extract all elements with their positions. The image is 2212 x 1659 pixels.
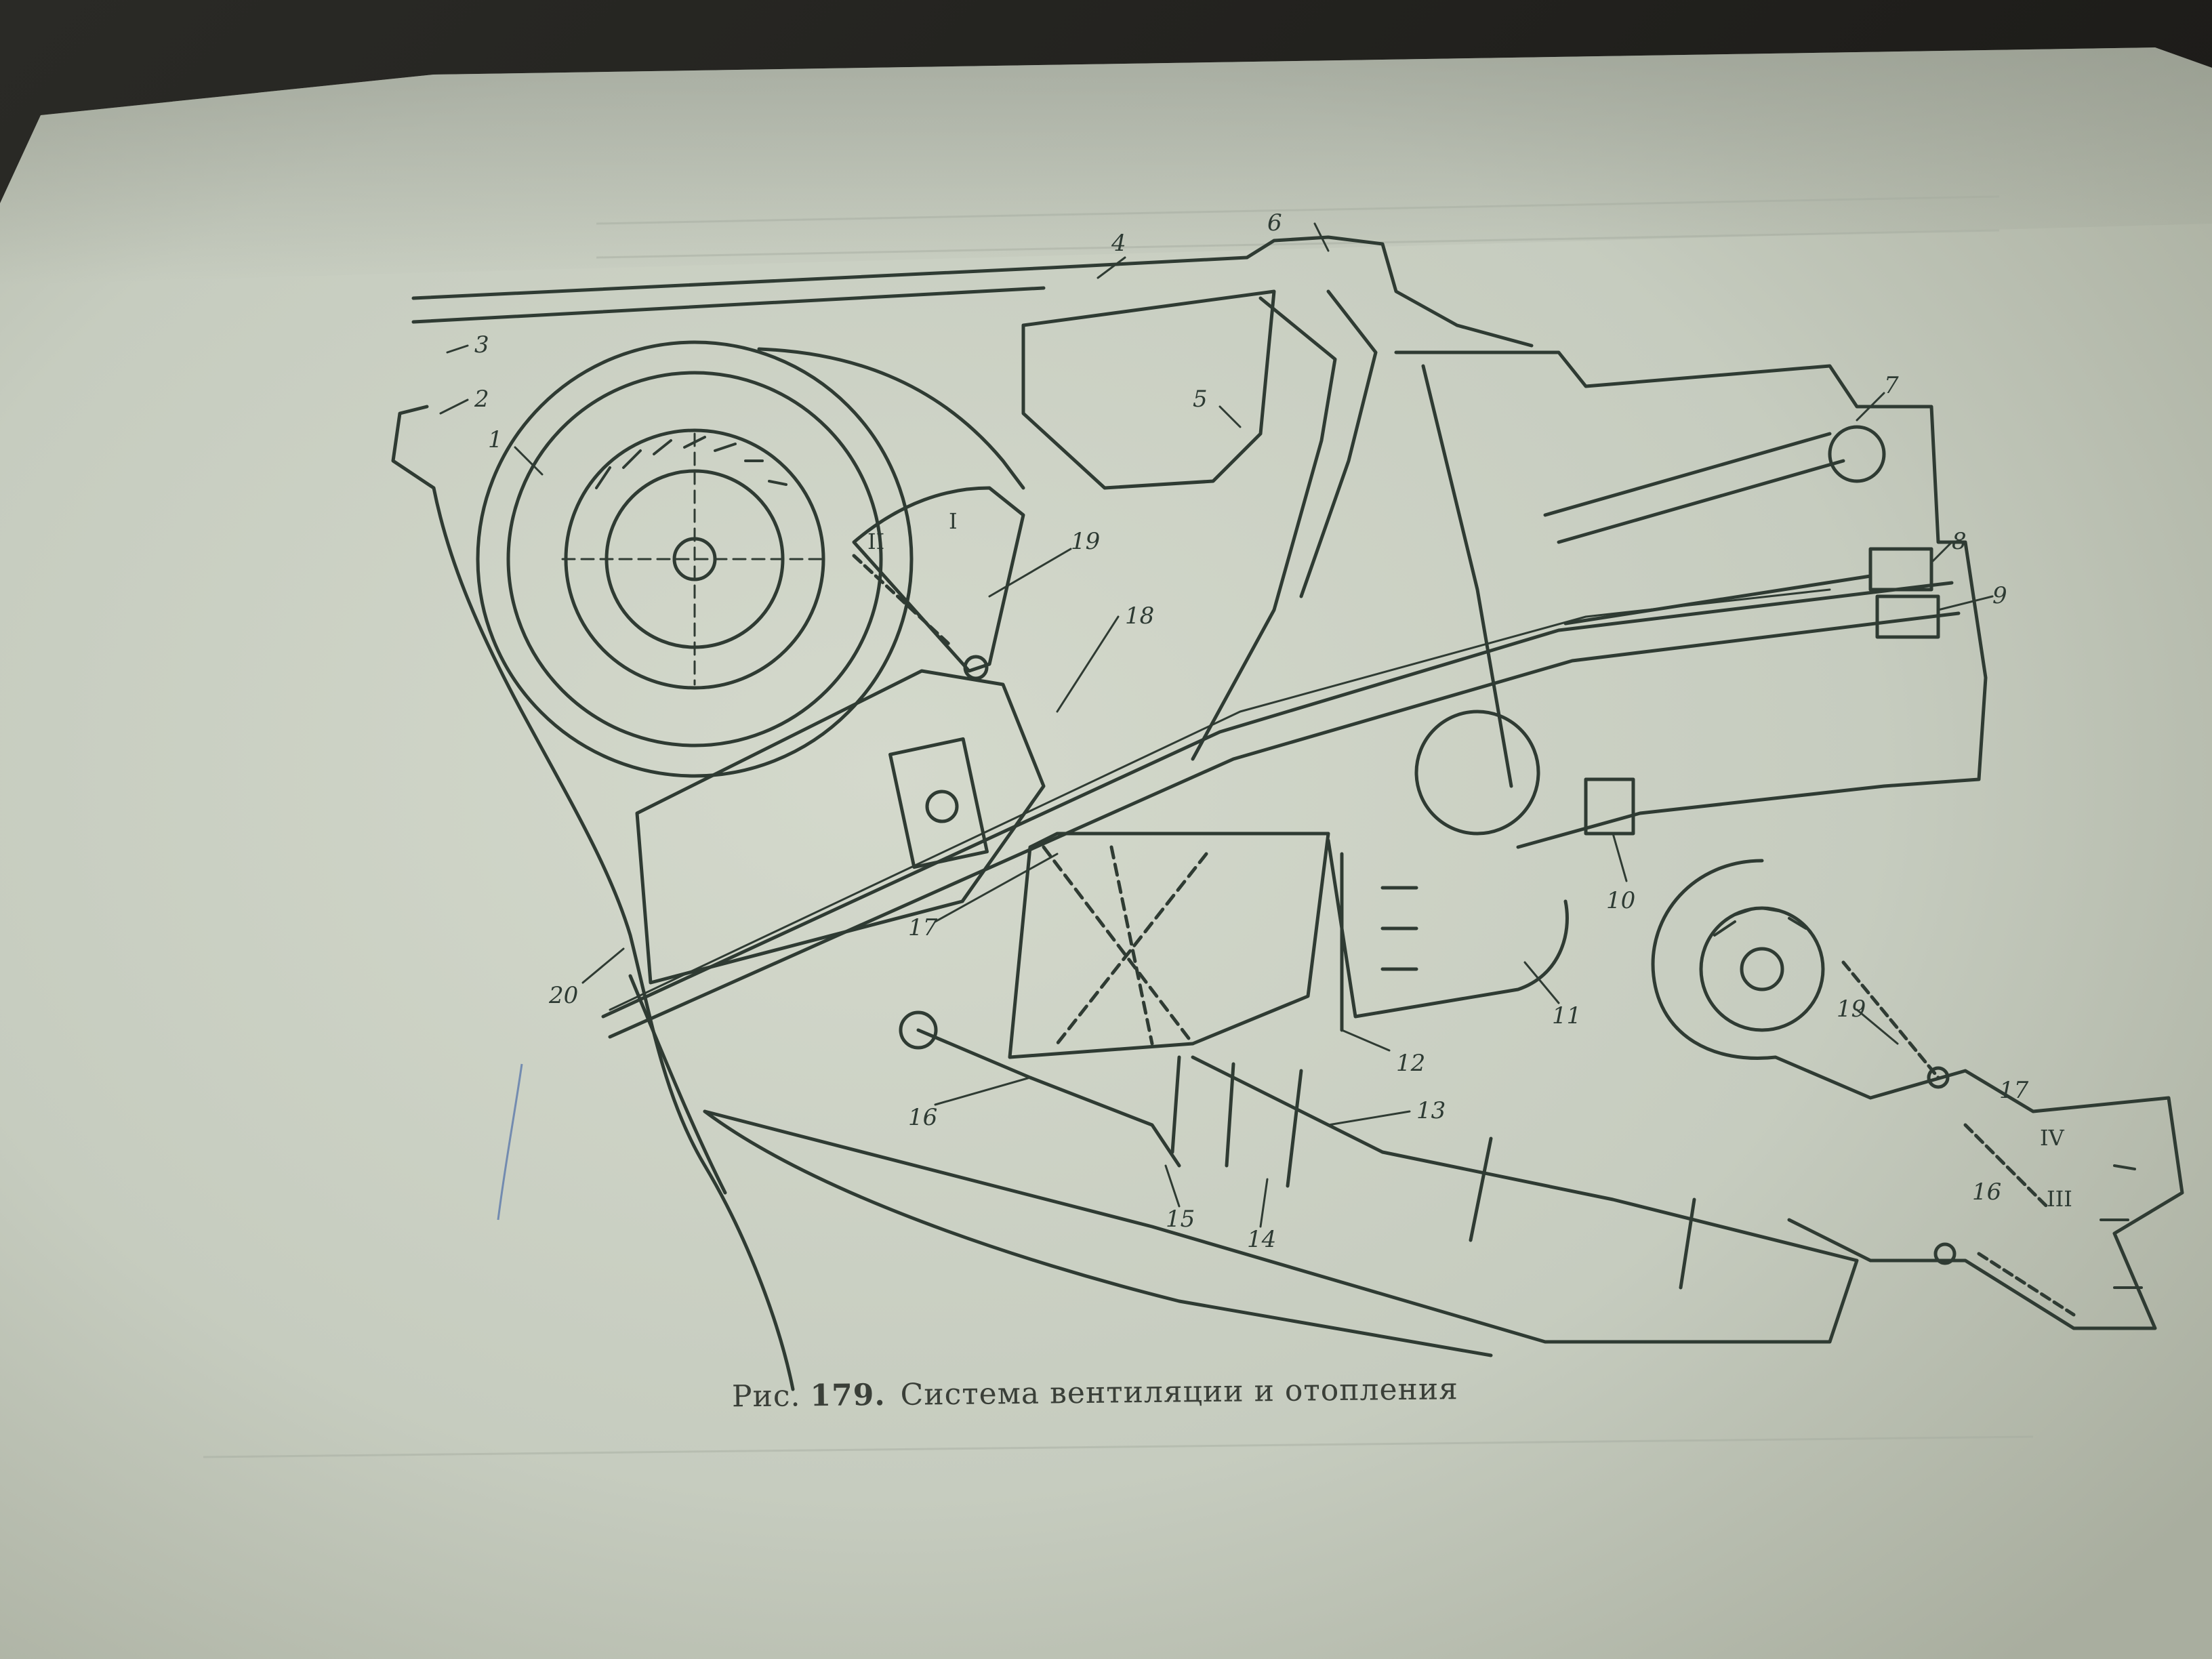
control-valve-knob — [925, 790, 959, 823]
callout-4: 4 — [1111, 230, 1126, 257]
bleed-through-lines — [203, 195, 2034, 1458]
body-wall — [391, 405, 795, 1391]
flap-position-III: III — [2047, 1186, 2072, 1212]
leader-lines — [439, 222, 1994, 1228]
rear-pivot-19 — [1927, 1066, 1950, 1089]
callout-19-rear: 19 — [1837, 996, 1866, 1023]
callout-3: 3 — [474, 331, 489, 359]
caption-number: 179. — [810, 1378, 886, 1414]
callout-10: 10 — [1606, 887, 1635, 914]
vent-nozzle-9 — [1875, 594, 1940, 639]
callout-17-rear: 17 — [1999, 1077, 2029, 1104]
rear-fan-blades — [1713, 907, 1807, 937]
callout-1: 1 — [488, 426, 503, 453]
callout-8: 8 — [1952, 528, 1967, 555]
main-duct-lower — [608, 611, 1961, 1039]
callout-15: 15 — [1166, 1206, 1195, 1233]
circular-duct — [1414, 710, 1540, 836]
callout-12: 12 — [1396, 1050, 1425, 1077]
floor-duct — [703, 1055, 1859, 1344]
lower-pivot — [899, 1010, 938, 1050]
floor-deflector — [1326, 838, 1569, 1019]
dashboard-panel-inner — [1421, 364, 1513, 788]
callout-7: 7 — [1884, 372, 1899, 399]
cable-line — [609, 588, 1831, 1011]
callout-20: 20 — [548, 982, 578, 1009]
lower-pivot-arm — [916, 1028, 1181, 1168]
flap-position-I: I — [949, 508, 958, 534]
vent-pivot-7 — [1828, 425, 1886, 483]
main-duct-upper — [601, 581, 1954, 1019]
roof-panel-inner — [411, 286, 1046, 324]
callout-16-rear: 16 — [1972, 1179, 2001, 1206]
floor-duct-sections — [1170, 1055, 1696, 1290]
callout-19: 19 — [1071, 528, 1100, 555]
blue-pen-mark — [497, 1063, 523, 1221]
callout-9: 9 — [1992, 582, 2007, 609]
vent-nozzle-8 — [1868, 547, 1933, 592]
paper-body — [0, 47, 2212, 1659]
main-fan-housing-inner — [506, 371, 883, 747]
callout-13: 13 — [1416, 1097, 1446, 1124]
vent-linkage — [1543, 432, 1872, 626]
heater-box — [635, 669, 1046, 985]
rear-fan-housing — [1651, 859, 2184, 1330]
air-intake-channel-inner — [1299, 289, 1378, 598]
rear-outlet-arrows — [2100, 1164, 2143, 1289]
callout-labels: 1 2 3 4 5 6 7 8 9 10 11 12 13 14 15 16 1… — [474, 209, 2029, 1253]
caption-prefix: Рис. — [731, 1378, 801, 1414]
dashboard-panel — [1394, 350, 1988, 849]
damper-flap-arc — [852, 554, 951, 646]
figure-caption: Рис.179. Система вентиляции и отопления — [732, 1370, 1695, 1427]
air-intake-channel — [1191, 296, 1337, 761]
roof-panel — [411, 255, 1249, 300]
heater-tap — [1584, 777, 1635, 836]
callout-11: 11 — [1552, 1002, 1581, 1029]
callout-5: 5 — [1193, 386, 1208, 413]
main-fan-axis — [561, 432, 828, 686]
damper-pivot — [963, 655, 989, 680]
damper-flap — [852, 486, 1025, 673]
flap-position-IV: IV — [2040, 1125, 2065, 1151]
rear-pivot-16 — [1933, 1242, 1957, 1265]
floor-duct-lower-edge — [703, 1109, 1493, 1357]
flap-position-II: II — [867, 529, 884, 554]
main-fan-blades — [595, 436, 787, 489]
air-intake-box — [1021, 289, 1276, 490]
air-intake-cowl — [1245, 235, 1534, 348]
fan-scroll-outlet — [757, 347, 1025, 490]
callout-2: 2 — [474, 386, 489, 413]
callout-17: 17 — [908, 914, 938, 941]
diagram-linework — [391, 222, 2184, 1391]
control-valve — [888, 737, 989, 869]
paper-top-shade — [0, 47, 2212, 285]
caption-text: Система вентиляции и отопления — [900, 1372, 1459, 1412]
lower-damper-housing — [1008, 832, 1330, 1059]
flap-position-labels: I II III IV — [867, 508, 2072, 1212]
lower-damper-links — [1042, 845, 1208, 1046]
rear-duct-flaps — [1841, 960, 2076, 1317]
floor-outlet-flaps — [1340, 852, 1418, 1032]
main-fan-housing — [476, 340, 914, 778]
callout-16: 16 — [908, 1104, 937, 1131]
callout-14: 14 — [1247, 1226, 1276, 1253]
callout-6: 6 — [1267, 209, 1282, 237]
callout-18: 18 — [1125, 602, 1154, 630]
rear-fan-hub — [1740, 947, 1784, 991]
body-wall-inner — [628, 974, 727, 1195]
